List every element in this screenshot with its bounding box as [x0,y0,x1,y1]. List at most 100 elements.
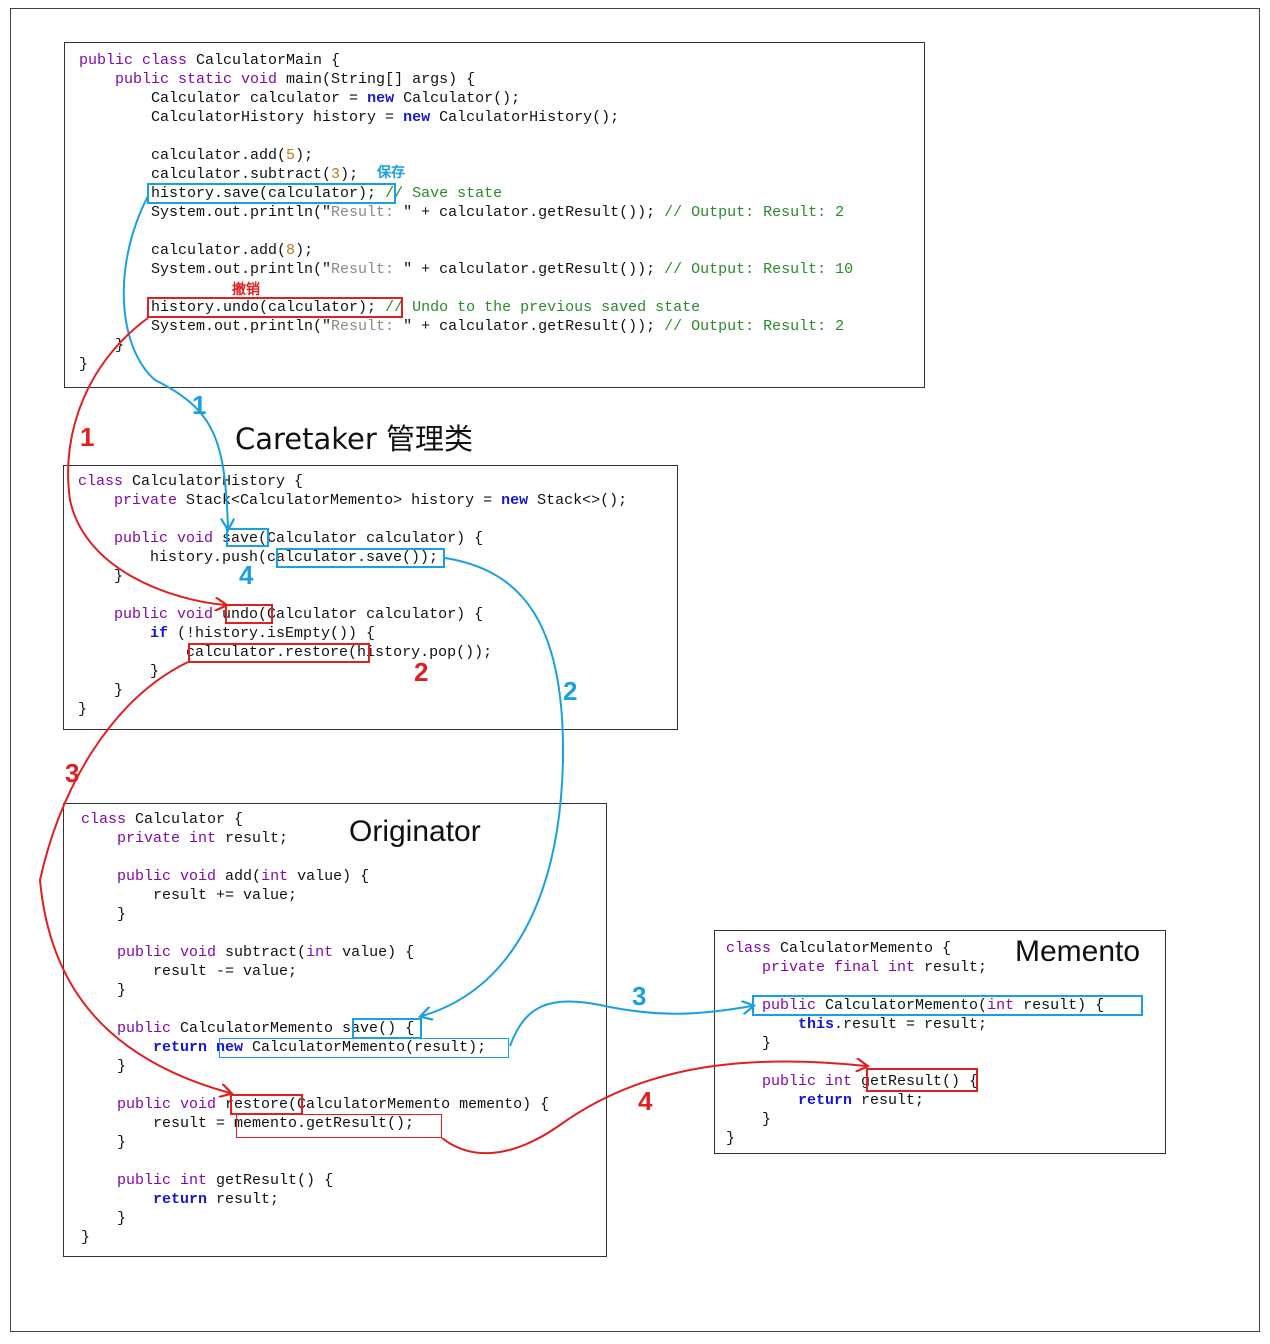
code-token: } [117,982,127,999]
save-step-2: 2 [563,676,578,706]
code-token: private [114,492,187,509]
code-token: // Save state [385,185,503,202]
code-token: (!history.isEmpty()) { [177,625,376,642]
code-token: 3 [331,166,341,183]
code-token: result = memento.getResult(); [153,1115,415,1132]
code-token: " + calculator.getResult()); [403,261,665,278]
diagram-frame [10,8,1260,1332]
undo-step-2: 2 [414,657,429,687]
code-line: public void undo(Calculator calculator) … [78,605,627,624]
code-token: } [114,682,124,699]
code-token: Result: [331,261,404,278]
code-line: class Calculator { [81,810,549,829]
code-token: new [501,492,538,509]
code-line: } [79,336,853,355]
code-token: result) { [1023,997,1105,1014]
code-line: } [81,1133,549,1152]
save-step-1: 1 [192,390,207,420]
code-token: public class [79,52,197,69]
code-token: } [117,1058,127,1075]
code-line: public CalculatorMemento(int result) { [726,996,1104,1015]
code-token: // Undo to the previous saved state [385,299,701,316]
code-token: class [78,473,133,490]
calculator-code: class Calculator { private int result; p… [81,810,549,1247]
calculator-memento-box: class CalculatorMemento { private final … [714,930,1166,1154]
code-token: public void [117,1096,226,1113]
caretaker-title: Caretaker 管理类 [235,422,474,456]
code-token: } [726,1130,736,1147]
code-token: add( [225,868,262,885]
code-line: public int getResult() { [726,1072,1104,1091]
code-token: } [117,1134,127,1151]
code-token: new [367,90,404,107]
undo-arrow-4 [441,1061,866,1155]
code-token: value) { [342,944,415,961]
code-token: ); [295,147,314,164]
code-line: } [81,981,549,1000]
code-line: public class CalculatorMain { [79,51,853,70]
code-token: CalculatorMemento { [780,940,952,957]
code-line: System.out.println("Result: " + calculat… [79,203,853,222]
code-line: history.save(calculator); // Save state [79,184,853,203]
code-line: return new CalculatorMemento(result); [81,1038,549,1057]
code-line: CalculatorHistory history = new Calculat… [79,108,853,127]
code-line: history.push(calculator.save()); [78,548,627,567]
code-token: int [261,868,298,885]
code-token: // Output: Result: 2 [664,318,845,335]
code-token: private final int [762,959,925,976]
code-token: Calculator(); [403,90,521,107]
code-token: Calculator { [135,811,244,828]
code-line: } [726,1034,1104,1053]
code-token: result; [924,959,988,976]
code-token: System.out.println(" [151,204,332,221]
code-token: } [79,356,89,373]
code-line: } [78,681,627,700]
code-line: public void restore(CalculatorMemento me… [81,1095,549,1114]
code-token: calculator.restore(history.pop()); [186,644,493,661]
code-token: .result = result; [834,1016,988,1033]
code-line: } [726,1129,1104,1148]
calculator-main-box: public class CalculatorMain { public sta… [64,42,925,388]
code-token: subtract( [225,944,307,961]
code-token: result; [225,830,289,847]
code-token: } [762,1035,772,1052]
code-token: System.out.println(" [151,318,332,335]
code-line: } [79,355,853,374]
code-token: result -= value; [153,963,298,980]
code-line: private int result; [81,829,549,848]
undo-arrow-1 [67,317,225,605]
code-token: CalculatorMain { [196,52,341,69]
code-token: Result: [331,204,404,221]
code-token: public void [114,606,223,623]
code-token: int [306,944,343,961]
code-token: CalculatorHistory(); [439,109,620,126]
code-line: private Stack<CalculatorMemento> history… [78,491,627,510]
code-token: return [798,1092,862,1109]
code-token: public void [114,530,223,547]
code-token: if [150,625,178,642]
code-token: Stack<>(); [537,492,628,509]
code-token: public void [117,868,226,885]
calculator-history-code: class CalculatorHistory { private Stack<… [78,472,627,719]
code-line: calculator.subtract(3); [79,165,853,184]
code-line: history.undo(calculator); // Undo to the… [79,298,853,317]
code-line: this.result = result; [726,1015,1104,1034]
code-token: } [150,663,160,680]
code-line: return result; [81,1190,549,1209]
code-token: CalculatorHistory history = [151,109,404,126]
code-token: history.undo(calculator); [151,299,386,316]
code-line: } [81,1057,549,1076]
code-token: save(Calculator calculator) { [222,530,484,547]
code-token: } [115,337,125,354]
code-token: public [117,1020,181,1037]
code-token: // Output: Result: 10 [664,261,854,278]
code-token: Result: [331,318,404,335]
code-token: } [117,1210,127,1227]
code-token: " + calculator.getResult()); [403,318,665,335]
code-token: Calculator calculator = [151,90,368,107]
code-token: result += value; [153,887,298,904]
code-line: result = memento.getResult(); [81,1114,549,1133]
code-token: CalculatorMemento(result); [252,1039,487,1056]
save-step-3: 3 [632,981,647,1011]
code-token: } [81,1229,91,1246]
